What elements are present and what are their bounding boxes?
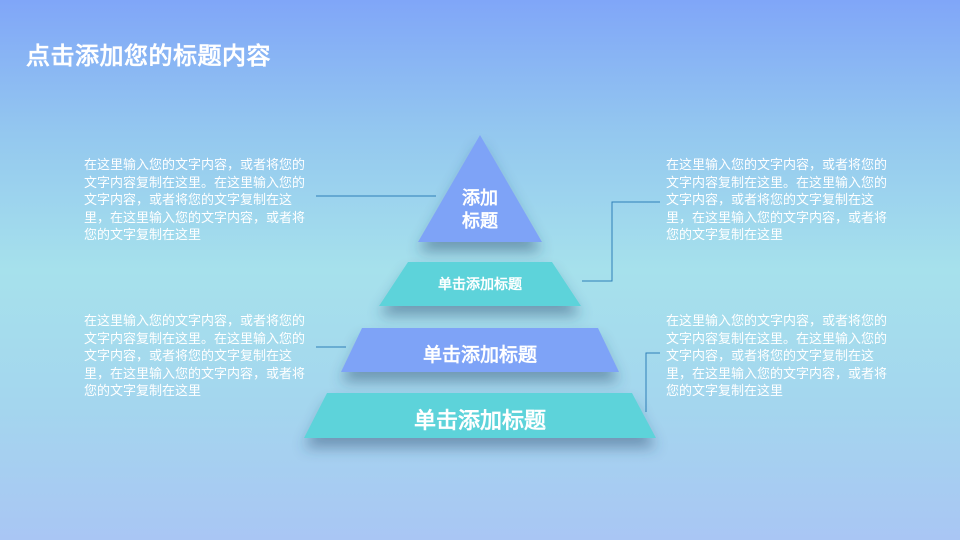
level-3-label: 单击添加标题: [422, 344, 537, 366]
description-bottom-left[interactable]: 在这里输入您的文字内容，或者将您的文字内容复制在这里。在这里输入您的文字内容，或…: [84, 314, 306, 400]
description-bottom-right[interactable]: 在这里输入您的文字内容，或者将您的文字内容复制在这里。在这里输入您的文字内容，或…: [666, 314, 888, 400]
level-4-label: 单击添加标题: [413, 409, 546, 434]
description-top-left[interactable]: 在这里输入您的文字内容，或者将您的文字内容复制在这里。在这里输入您的文字内容，或…: [84, 158, 306, 244]
slide-title[interactable]: 点击添加您的标题内容: [26, 42, 271, 70]
pyramid-level-2[interactable]: [379, 262, 581, 306]
level-1-label-line2: 标题: [462, 211, 498, 232]
connector-line-top-right: [582, 201, 660, 282]
level-1-label-line1: 添加: [462, 188, 498, 209]
pyramid-level-3[interactable]: [341, 328, 619, 372]
level-1-label: 添加 标题: [440, 187, 520, 233]
connector-line-bottom-right: [645, 352, 660, 412]
description-top-right[interactable]: 在这里输入您的文字内容，或者将您的文字内容复制在这里。在这里输入您的文字内容，或…: [666, 158, 888, 244]
pyramid-level-4[interactable]: [304, 393, 656, 438]
level-2-label: 单击添加标题: [438, 277, 522, 293]
pyramid-level-1[interactable]: [418, 135, 542, 242]
